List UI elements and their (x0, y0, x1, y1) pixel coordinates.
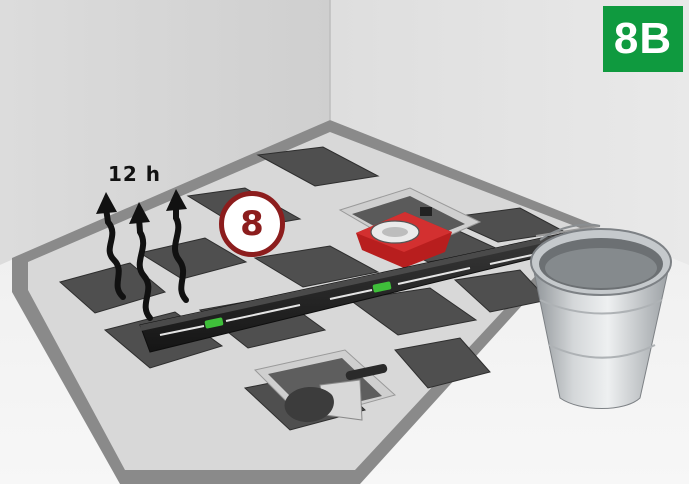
drying-time-label: 12 h (108, 162, 161, 186)
step-badge: 8B (603, 6, 683, 72)
step-number-circle: 8 (219, 191, 285, 257)
